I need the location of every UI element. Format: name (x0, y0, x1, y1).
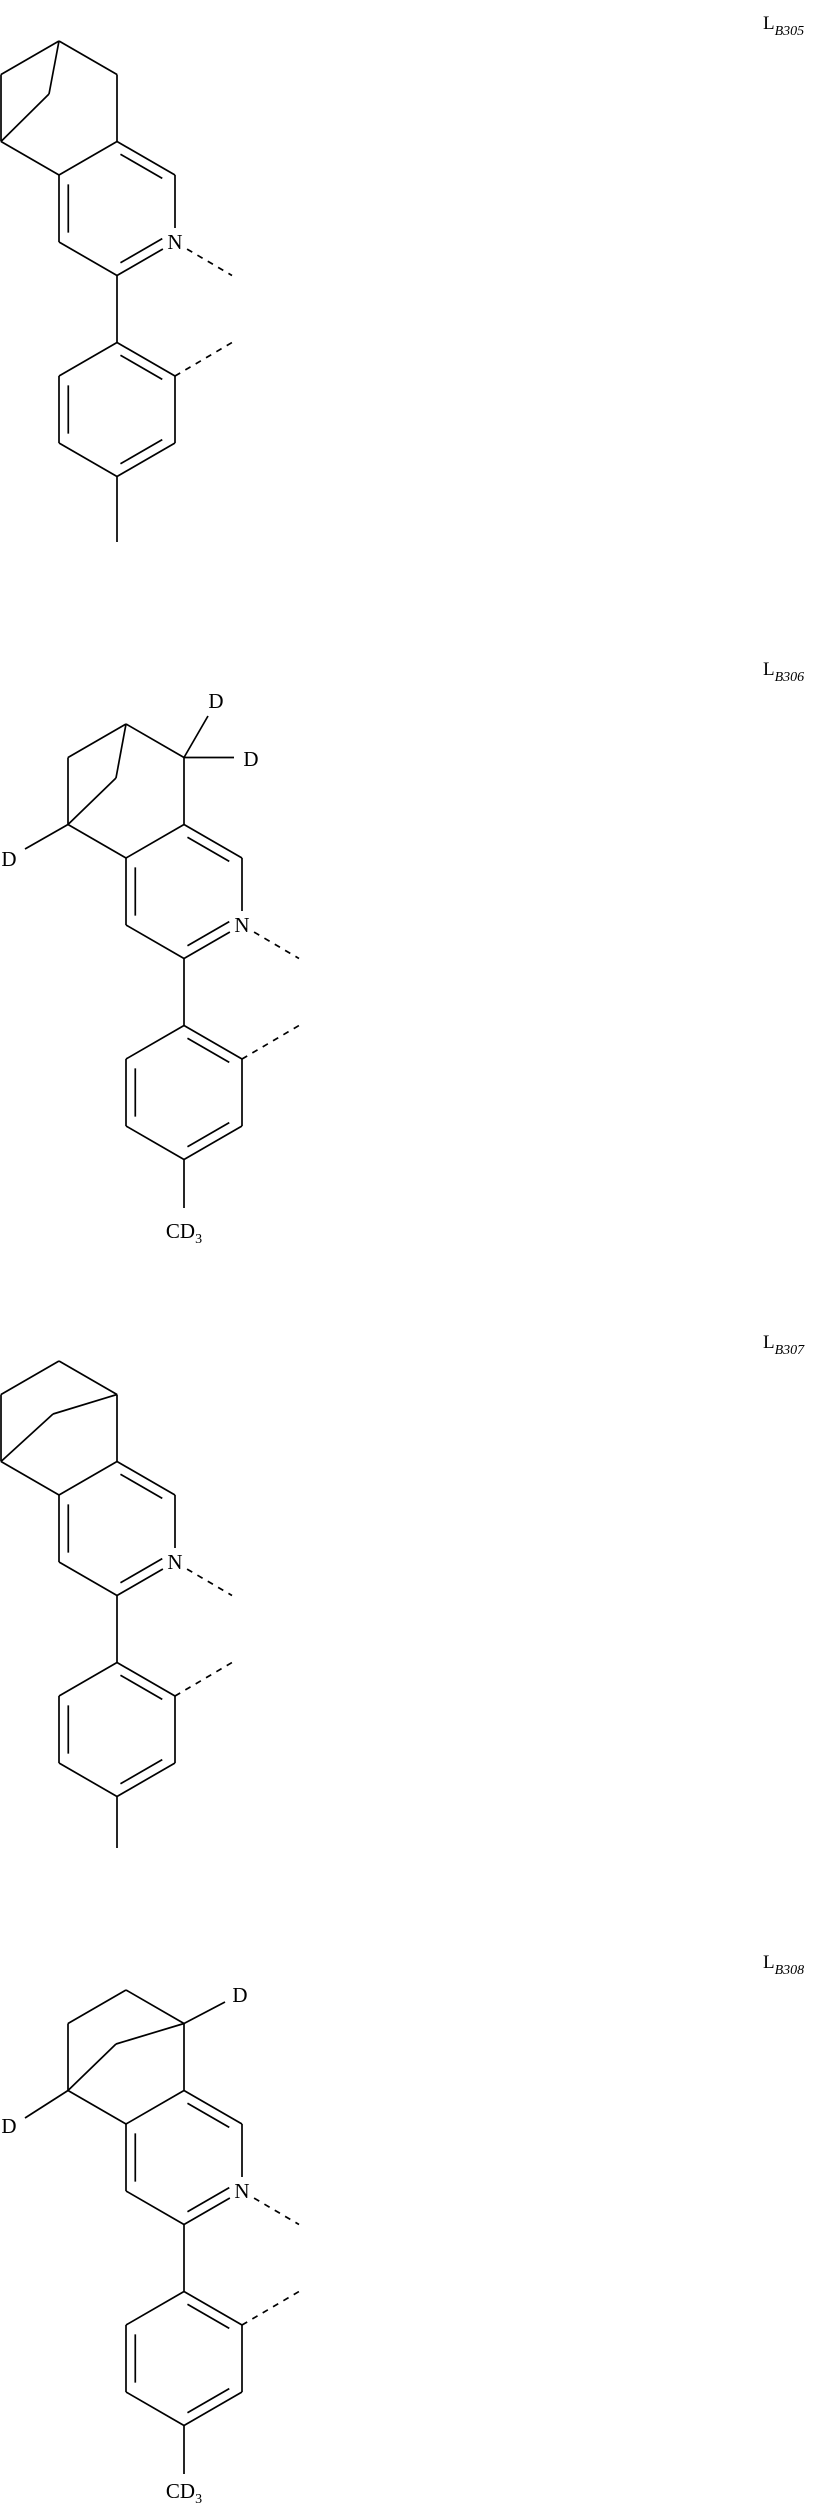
bond (184, 932, 230, 958)
deuterium-bond (25, 2091, 68, 2119)
bond (1, 41, 59, 75)
coordination-dashed-bond (187, 1569, 232, 1595)
bond (184, 825, 242, 859)
bond (117, 142, 175, 176)
double-bond-inner (120, 1559, 162, 1583)
bond (117, 1462, 175, 1496)
bond (117, 1663, 175, 1697)
deuterium-label: D (232, 1983, 247, 2007)
bridge-bond (53, 1395, 117, 1415)
bond (184, 2292, 242, 2326)
double-bond-inner (120, 239, 162, 263)
bridge-bond (68, 778, 116, 825)
bond (59, 1361, 117, 1395)
nitrogen-atom-3: N (167, 1550, 182, 1574)
bond (126, 2191, 184, 2225)
bond (184, 2392, 242, 2426)
bond (126, 2091, 184, 2125)
double-bond-inner (187, 2103, 229, 2127)
coordination-dashed-bond (254, 932, 299, 958)
double-bond-inner (120, 440, 162, 464)
bond (184, 1026, 242, 1060)
double-bond-inner (120, 154, 162, 178)
metal-dashed-bond (175, 343, 232, 377)
bond (117, 1569, 163, 1595)
double-bond-inner (187, 2304, 229, 2328)
double-bond-inner (187, 2188, 229, 2212)
deuterium-label: D (1, 2114, 16, 2138)
metal-dashed-bond (242, 2292, 299, 2326)
metal-dashed-bond (242, 1026, 299, 1060)
bridge-bond (116, 724, 126, 778)
deuterium-bond (184, 2002, 225, 2024)
double-bond-inner (120, 1474, 162, 1498)
bond (126, 724, 184, 758)
bond (184, 2198, 230, 2224)
bridge-bond (116, 2024, 184, 2045)
deuterium-label: D (208, 689, 223, 713)
compound-label-lb306: LB306 (763, 659, 804, 685)
double-bond-inner (120, 1675, 162, 1699)
bond (126, 2292, 184, 2326)
bond (59, 443, 117, 477)
double-bond-inner (187, 1123, 229, 1147)
metal-dashed-bond (175, 1663, 232, 1697)
bond (59, 1462, 117, 1496)
bond (68, 724, 126, 758)
deuterium-bond (184, 716, 208, 758)
bond (117, 249, 163, 275)
double-bond-inner (187, 1038, 229, 1062)
bond (1, 142, 59, 176)
bond (126, 825, 184, 859)
bond (117, 1763, 175, 1797)
bond (59, 41, 117, 75)
bond (126, 1126, 184, 1160)
coordination-dashed-bond (254, 2198, 299, 2224)
bond (126, 1026, 184, 1060)
bond (117, 443, 175, 477)
bond (59, 1763, 117, 1797)
bridge-bond (1, 1414, 53, 1462)
double-bond-inner (120, 355, 162, 379)
bond (1, 1462, 59, 1496)
bond (59, 1663, 117, 1697)
compound-label-lb307: LB307 (763, 1332, 805, 1358)
bridge-bond (1, 94, 49, 142)
bond (126, 925, 184, 959)
bond (126, 2392, 184, 2426)
cd3-group-label: CD3 (166, 1219, 202, 1247)
double-bond-inner (187, 922, 229, 946)
double-bond-inner (187, 837, 229, 861)
bond-lines (1, 41, 299, 2474)
bond (59, 343, 117, 377)
compound-label-lb305: LB305 (763, 13, 804, 39)
bond (68, 2091, 126, 2125)
deuterium-label: D (243, 747, 258, 771)
deuterium-label: D (1, 847, 16, 871)
bond (126, 1990, 184, 2024)
compound-label-lb308: LB308 (763, 1952, 804, 1978)
bond (59, 142, 117, 176)
nitrogen-atom-4: N (234, 2179, 249, 2203)
bridge-bond (68, 2044, 116, 2091)
bond (184, 1126, 242, 1160)
cd3-group-label: CD3 (166, 2479, 202, 2507)
bond (68, 1990, 126, 2024)
bond (59, 1562, 117, 1596)
bond (1, 1361, 59, 1395)
nitrogen-atom-1: N (167, 230, 182, 254)
bond (117, 343, 175, 377)
bond (59, 242, 117, 276)
double-bond-inner (187, 2389, 229, 2413)
bond (184, 2091, 242, 2125)
nitrogen-atom-2: N (234, 913, 249, 937)
deuterium-bond (25, 825, 68, 850)
bond (68, 825, 126, 859)
bridge-bond (49, 41, 59, 94)
double-bond-inner (120, 1760, 162, 1784)
coordination-dashed-bond (187, 249, 232, 275)
